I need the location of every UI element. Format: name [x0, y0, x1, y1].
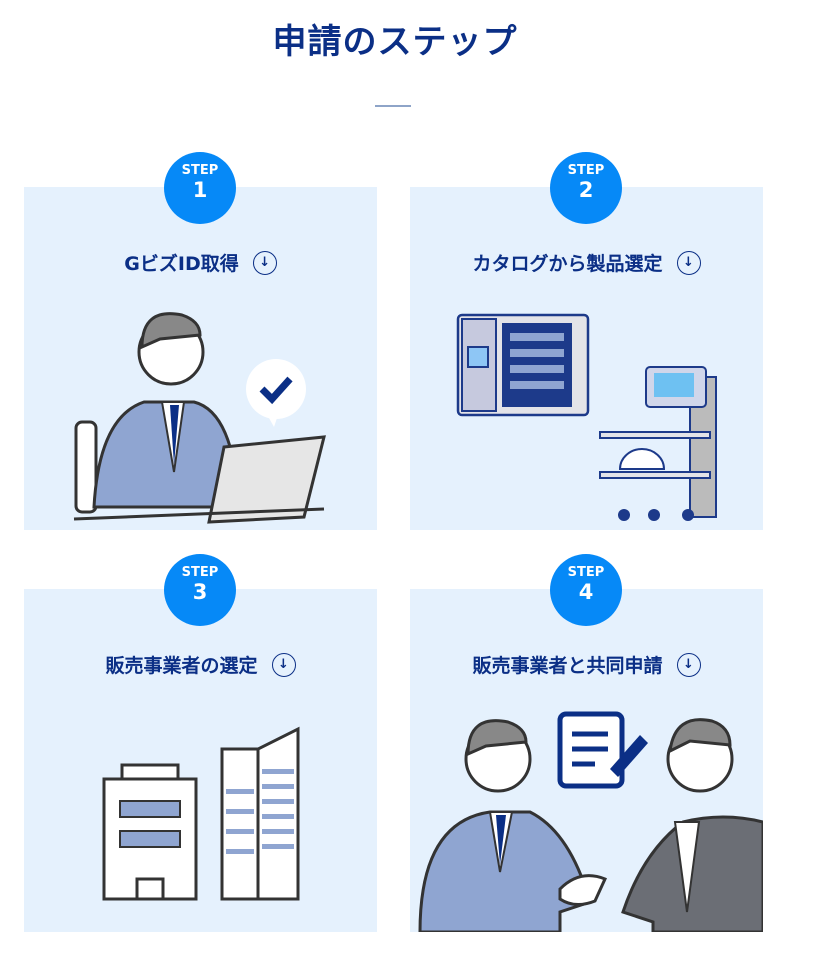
step-title-3[interactable]: 販売事業者の選定 ↓	[24, 651, 377, 678]
step-badge-1: STEP 1	[164, 152, 236, 224]
step-badge-3: STEP 3	[164, 554, 236, 626]
step-title-2[interactable]: カタログから製品選定 ↓	[410, 249, 763, 276]
step-card-3: 販売事業者の選定 ↓ STEP 3	[24, 554, 377, 932]
arrow-down-icon[interactable]: ↓	[676, 250, 701, 275]
step-title-4[interactable]: 販売事業者と共同申請 ↓	[410, 651, 763, 678]
step-badge-2: STEP 2	[550, 152, 622, 224]
arrow-down-icon[interactable]: ↓	[676, 652, 701, 677]
step-card-1: GビズID取得 ↓ STEP 1	[24, 152, 377, 530]
kitchen-equipment-illustration	[456, 313, 717, 521]
buildings-illustration	[102, 726, 300, 901]
step-card-2: カタログから製品選定 ↓ STEP 2	[410, 152, 763, 530]
person-laptop-illustration	[73, 312, 326, 524]
arrow-down-icon[interactable]: ↓	[252, 250, 277, 275]
page-title: 申請のステップ	[272, 22, 518, 62]
arrow-down-icon[interactable]: ↓	[271, 652, 296, 677]
step-card-4: 販売事業者と共同申請 ↓ STEP 4	[410, 554, 763, 932]
step-title-1[interactable]: GビズID取得 ↓	[24, 249, 377, 276]
handshake-illustration	[418, 711, 763, 932]
step-badge-4: STEP 4	[550, 554, 622, 626]
title-divider	[375, 105, 411, 107]
